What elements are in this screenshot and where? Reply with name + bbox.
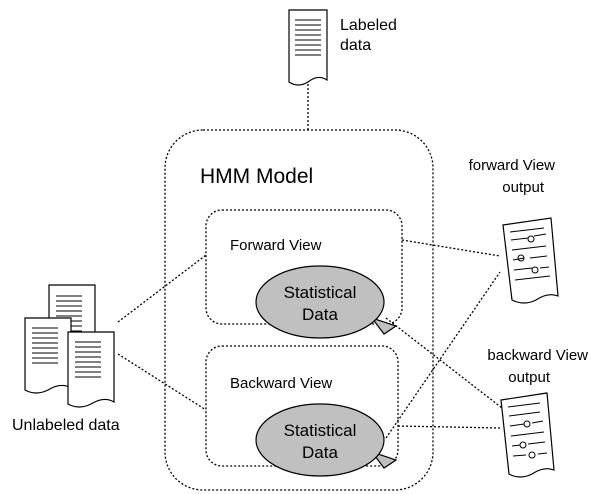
backward-statistical-data: Statistical Data — [255, 403, 398, 477]
backward-output-document-icon — [500, 392, 555, 478]
backward-to-output-line — [397, 425, 501, 429]
hmm-model-box — [164, 129, 434, 491]
forward-stat-line2: Data — [302, 305, 338, 324]
connectors — [117, 84, 503, 439]
forward-output-line1: forward View — [469, 157, 556, 174]
labeled-data-document-icon — [288, 9, 328, 86]
forward-stat-line1: Statistical — [284, 283, 357, 302]
forward-stat-to-backward-output-line — [385, 317, 503, 409]
backward-view-label: Backward View — [230, 375, 332, 392]
backward-output-line1: backward View — [487, 347, 588, 364]
backward-stat-to-forward-output-line — [385, 271, 501, 439]
forward-view-label: Forward View — [230, 237, 322, 254]
backward-output-line2: output — [508, 369, 551, 386]
forward-to-output-line — [401, 239, 501, 257]
backward-stat-line1: Statistical — [284, 421, 357, 440]
backward-stat-line2: Data — [302, 443, 338, 462]
forward-statistical-data: Statistical Data — [255, 265, 398, 339]
unlabeled-to-backward-line — [117, 353, 207, 411]
forward-output-document-icon — [502, 217, 559, 304]
hmm-model-label: HMM Model — [200, 165, 313, 188]
unlabeled-to-forward-line — [117, 254, 207, 323]
labeled-data-line2: data — [340, 37, 371, 54]
labeled-data-line1: Labeled — [340, 17, 397, 34]
unlabeled-data-document-icon — [24, 284, 115, 408]
forward-output-line2: output — [502, 179, 545, 196]
unlabeled-data-label: Unlabeled data — [12, 417, 120, 434]
